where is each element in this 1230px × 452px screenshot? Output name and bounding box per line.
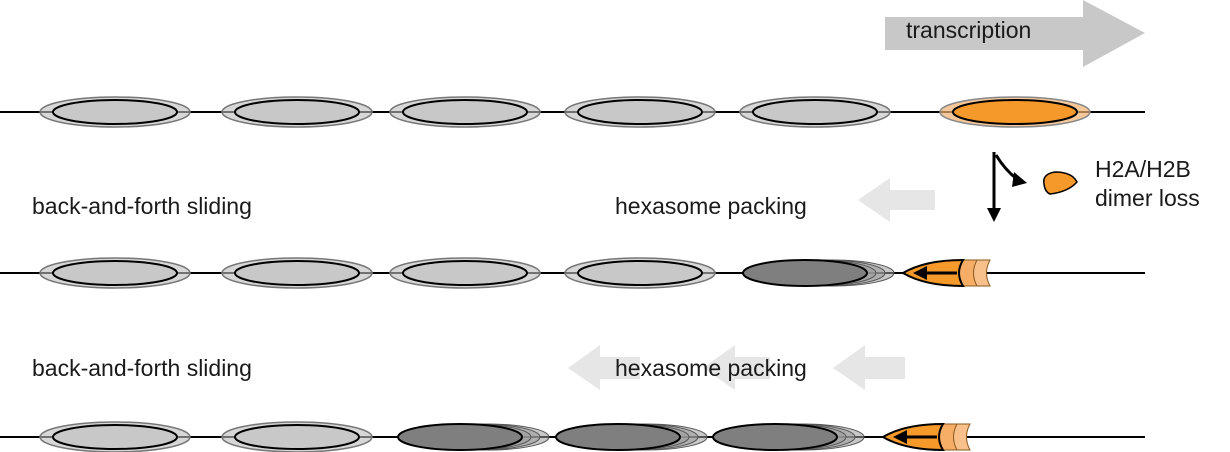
packed-hexasome: [712, 423, 838, 451]
nucleosome: [752, 99, 878, 125]
packing-arrow-row3-b: [703, 345, 770, 390]
nucleosome: [52, 260, 178, 286]
nucleosome: [234, 424, 360, 450]
packed-hexasome: [742, 259, 868, 287]
nucleosome: [234, 260, 360, 286]
packing-arrow-row3-a: [833, 345, 905, 390]
nucleosome: [577, 260, 703, 286]
dimer-loss-label-1: H2A/H2B: [1095, 156, 1191, 182]
packing-arrow-row3-c: [568, 345, 640, 390]
direction-arrowhead: [893, 430, 907, 444]
nucleosome: [52, 99, 178, 125]
nucleosome: [234, 99, 360, 125]
nucleosome: [402, 260, 528, 286]
nucleosome: [52, 424, 178, 450]
dimer-loss-label-2: dimer loss: [1095, 185, 1200, 211]
h2a-h2b-dimer-icon: [1042, 171, 1078, 195]
packed-hexasome: [397, 423, 523, 451]
direction-arrowhead: [913, 266, 927, 280]
nucleosome: [402, 99, 528, 125]
sliding-label-row2: back-and-forth sliding: [32, 193, 252, 219]
sliding-label-row3: back-and-forth sliding: [32, 355, 252, 381]
packed-hexasome: [555, 423, 681, 451]
nucleosome: [577, 99, 703, 125]
side-arrowhead: [1012, 172, 1027, 187]
transcription-arrow: [885, 0, 1145, 67]
packing-label-row2: hexasome packing: [615, 193, 807, 219]
packing-arrow-row2: [858, 178, 935, 222]
transcribed-nucleosome: [952, 99, 1078, 125]
down-arrowhead: [987, 208, 1001, 222]
packing-label-row3: hexasome packing: [615, 355, 807, 381]
transcription-label: transcription: [906, 17, 1032, 43]
